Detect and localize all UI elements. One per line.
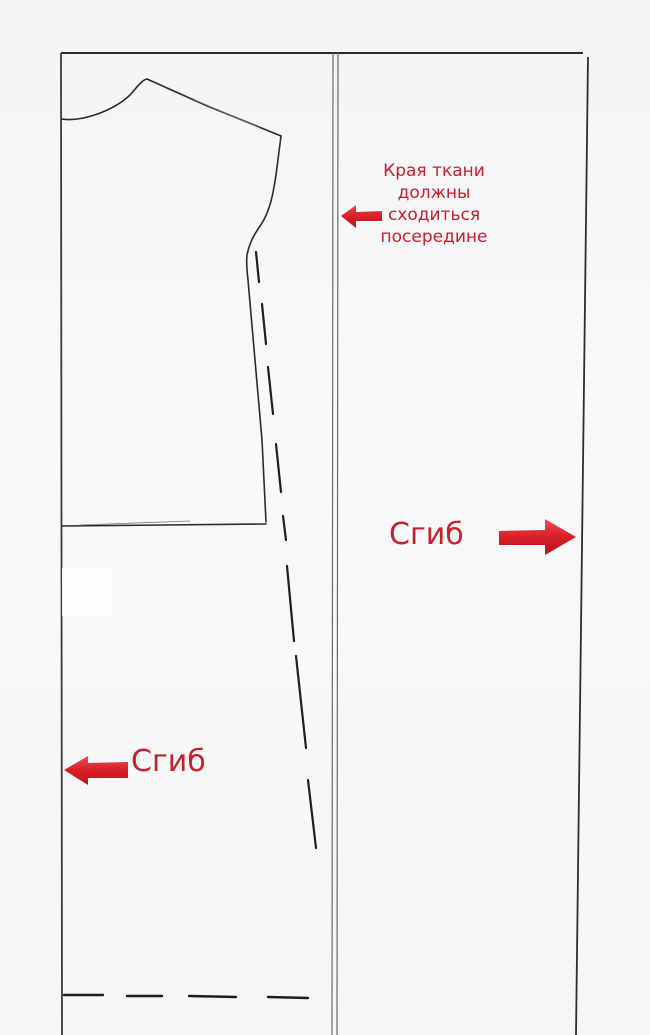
- fold-right-arrow-icon: [499, 519, 576, 555]
- hem-dashed-line: [62, 993, 310, 1000]
- fold-label-left: Сгиб: [131, 744, 206, 779]
- fold-left-arrow-icon: [64, 756, 128, 785]
- note-arrow-icon: [341, 205, 382, 228]
- fabric-outline: [60, 52, 589, 1035]
- center-selvedge-line: [331, 52, 339, 1035]
- fold-label-right: Сгиб: [389, 517, 464, 552]
- note-line-4: посередине: [380, 227, 488, 248]
- note-line-3: сходиться: [387, 205, 481, 226]
- selvedge-note: Края ткани должны сходиться посередине: [358, 160, 510, 248]
- dashed-cutting-line: [254, 250, 318, 850]
- note-line-1: Края ткани: [383, 161, 485, 181]
- bodice-pattern-piece: [61, 78, 282, 527]
- erased-patch: [62, 568, 112, 616]
- note-line-2: должны: [397, 183, 471, 204]
